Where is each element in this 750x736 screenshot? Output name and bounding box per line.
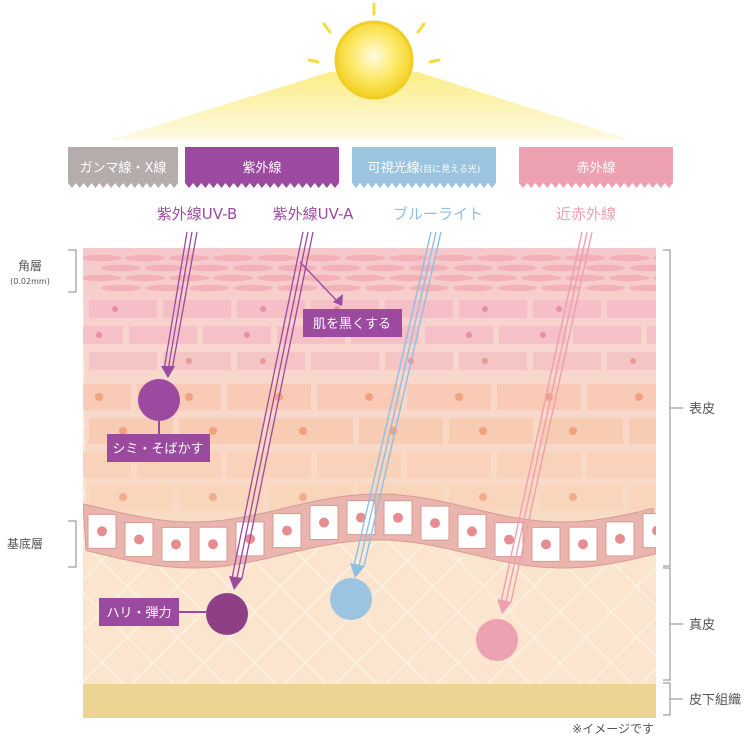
band-uv: 紫外線 <box>185 147 339 188</box>
band-visible: 可視光線(目に見える光) <box>352 147 496 188</box>
ray-uvb-label: 紫外線UV-B <box>157 205 238 223</box>
subcutis-label: 皮下組織 <box>689 693 741 708</box>
callout-spots-label: シミ・そばかす <box>112 442 203 457</box>
stratum-corneum <box>83 254 656 292</box>
band-gamma: ガンマ線・X線 <box>68 147 178 188</box>
callout-tan-label: 肌を黒くする <box>313 317 391 332</box>
sun-icon <box>334 20 414 100</box>
callout-firm: ハリ・弾力 <box>99 598 206 626</box>
ray-blue-label: ブルーライト <box>393 205 483 223</box>
left-brackets <box>68 249 77 568</box>
subcutis-layer <box>83 684 656 718</box>
basal-cells <box>87 500 656 562</box>
stratum-sub-label: (0.02mm) <box>10 277 50 286</box>
right-brackets <box>663 249 671 716</box>
sun-rays <box>307 2 441 64</box>
light-beam <box>110 72 630 140</box>
dermis-label: 真皮 <box>689 618 715 633</box>
band-visible-sub: (目に見える光) <box>420 163 481 175</box>
band-visible-label: 可視光線(目に見える光) <box>368 160 481 176</box>
band-infrared-label: 赤外線 <box>576 160 615 176</box>
stratum-label: 角層 <box>18 259 42 273</box>
band-gamma-label: ガンマ線・X線 <box>80 160 167 176</box>
basal-label: 基底層 <box>7 536 43 551</box>
nir-ray <box>497 231 593 614</box>
right-ticks <box>670 407 683 700</box>
bluelight-target <box>330 578 372 620</box>
spots-target <box>138 379 180 421</box>
ray-nir-label: 近赤外線 <box>556 205 616 223</box>
uva-ray <box>229 231 343 590</box>
ray-uva-label: 紫外線UV-A <box>273 205 354 223</box>
uvb-ray <box>161 231 198 378</box>
elasticity-target <box>206 593 248 635</box>
band-uv-label: 紫外線 <box>242 160 281 176</box>
callout-tan: 肌を黒くする <box>303 309 402 337</box>
callout-spots: シミ・そばかす <box>107 421 210 462</box>
image-note: ※イメージです <box>572 722 654 736</box>
sun-group <box>110 2 630 140</box>
callout-firm-label: ハリ・弾力 <box>106 606 171 621</box>
bluelight-ray <box>350 231 442 578</box>
band-visible-main: 可視光線 <box>368 160 420 176</box>
nir-target <box>476 619 518 661</box>
epidermis-label: 表皮 <box>689 402 715 417</box>
band-infrared: 赤外線 <box>519 147 673 188</box>
